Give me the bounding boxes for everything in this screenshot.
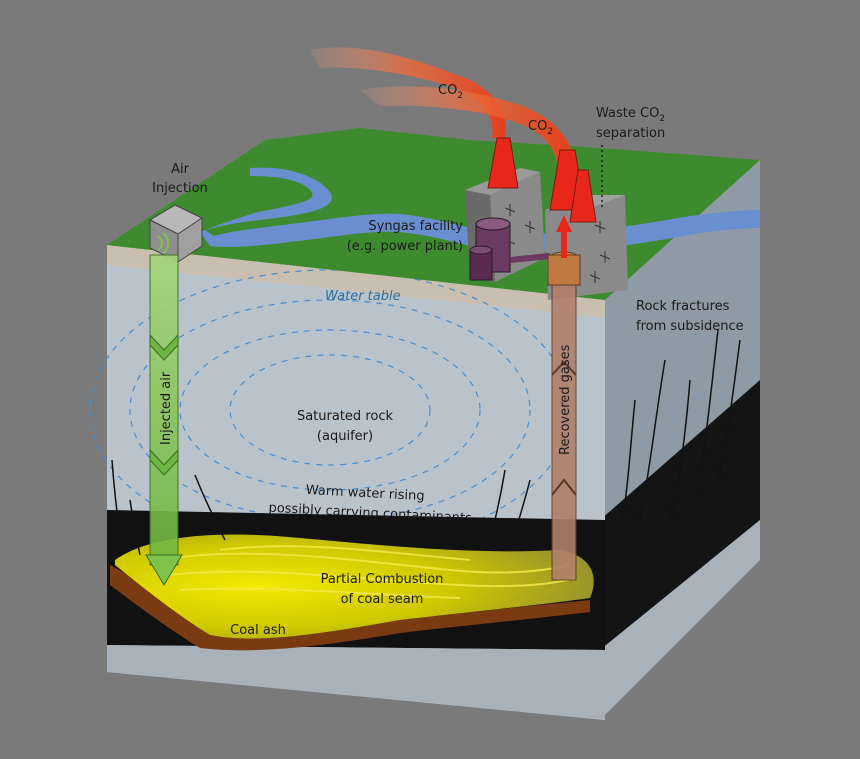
waste-co2-label-main: Waste CO xyxy=(596,106,659,121)
saturated-rock-label-1: Saturated rock xyxy=(297,409,394,424)
purple-tanks xyxy=(469,217,551,281)
syngas-label-1: Syngas facility xyxy=(368,219,463,234)
combustion-label-1: Partial Combustion xyxy=(321,572,444,587)
injected-air-shaft xyxy=(145,254,183,586)
recovered-gases-shaft xyxy=(547,215,581,581)
coal-ash-label: Coal ash xyxy=(230,623,286,638)
soil-band xyxy=(107,245,605,318)
smoke-plume-right xyxy=(360,86,575,168)
combustion-lines xyxy=(159,545,576,599)
block-side-bottom xyxy=(600,520,760,720)
co2-label-b-sub: 2 xyxy=(547,127,553,137)
co2-label-a-main: CO xyxy=(438,83,457,98)
recovered-gases-label: Recovered gases xyxy=(558,344,573,455)
chimneys xyxy=(487,137,597,223)
co2-label-b-main: CO xyxy=(528,119,547,134)
rock-fractures xyxy=(111,329,741,556)
waste-co2-label-2: separation xyxy=(596,126,665,141)
air-injection-label-1: Air xyxy=(171,162,190,177)
co2-label-b: CO2 xyxy=(528,119,553,137)
bottom-rock xyxy=(107,645,605,720)
rock-fractures-label-1: Rock fractures xyxy=(636,299,730,314)
air-injection-label-2: Injection xyxy=(152,181,208,196)
block-side-coal xyxy=(600,380,760,650)
waste-co2-label-1: Waste CO2 xyxy=(596,106,665,124)
combustion-label-2: of coal seam xyxy=(341,592,424,607)
air-injection-unit xyxy=(148,204,204,263)
coal-ash xyxy=(110,565,590,651)
rock-fractures-label-2: from subsidence xyxy=(636,319,744,334)
waste-co2-label-sub: 2 xyxy=(659,114,665,124)
warm-water-label-1: Warm water rising xyxy=(305,483,425,504)
syngas-label-2: (e.g. power plant) xyxy=(347,239,463,254)
saturated-rock-label-2: (aquifer) xyxy=(317,429,373,444)
co2-label-a-sub: 2 xyxy=(457,91,463,101)
combustion-zone xyxy=(115,534,594,639)
injected-air-label: Injected air xyxy=(159,371,174,445)
co2-label-a: CO2 xyxy=(438,83,463,101)
water-table-label: Water table xyxy=(325,289,401,304)
